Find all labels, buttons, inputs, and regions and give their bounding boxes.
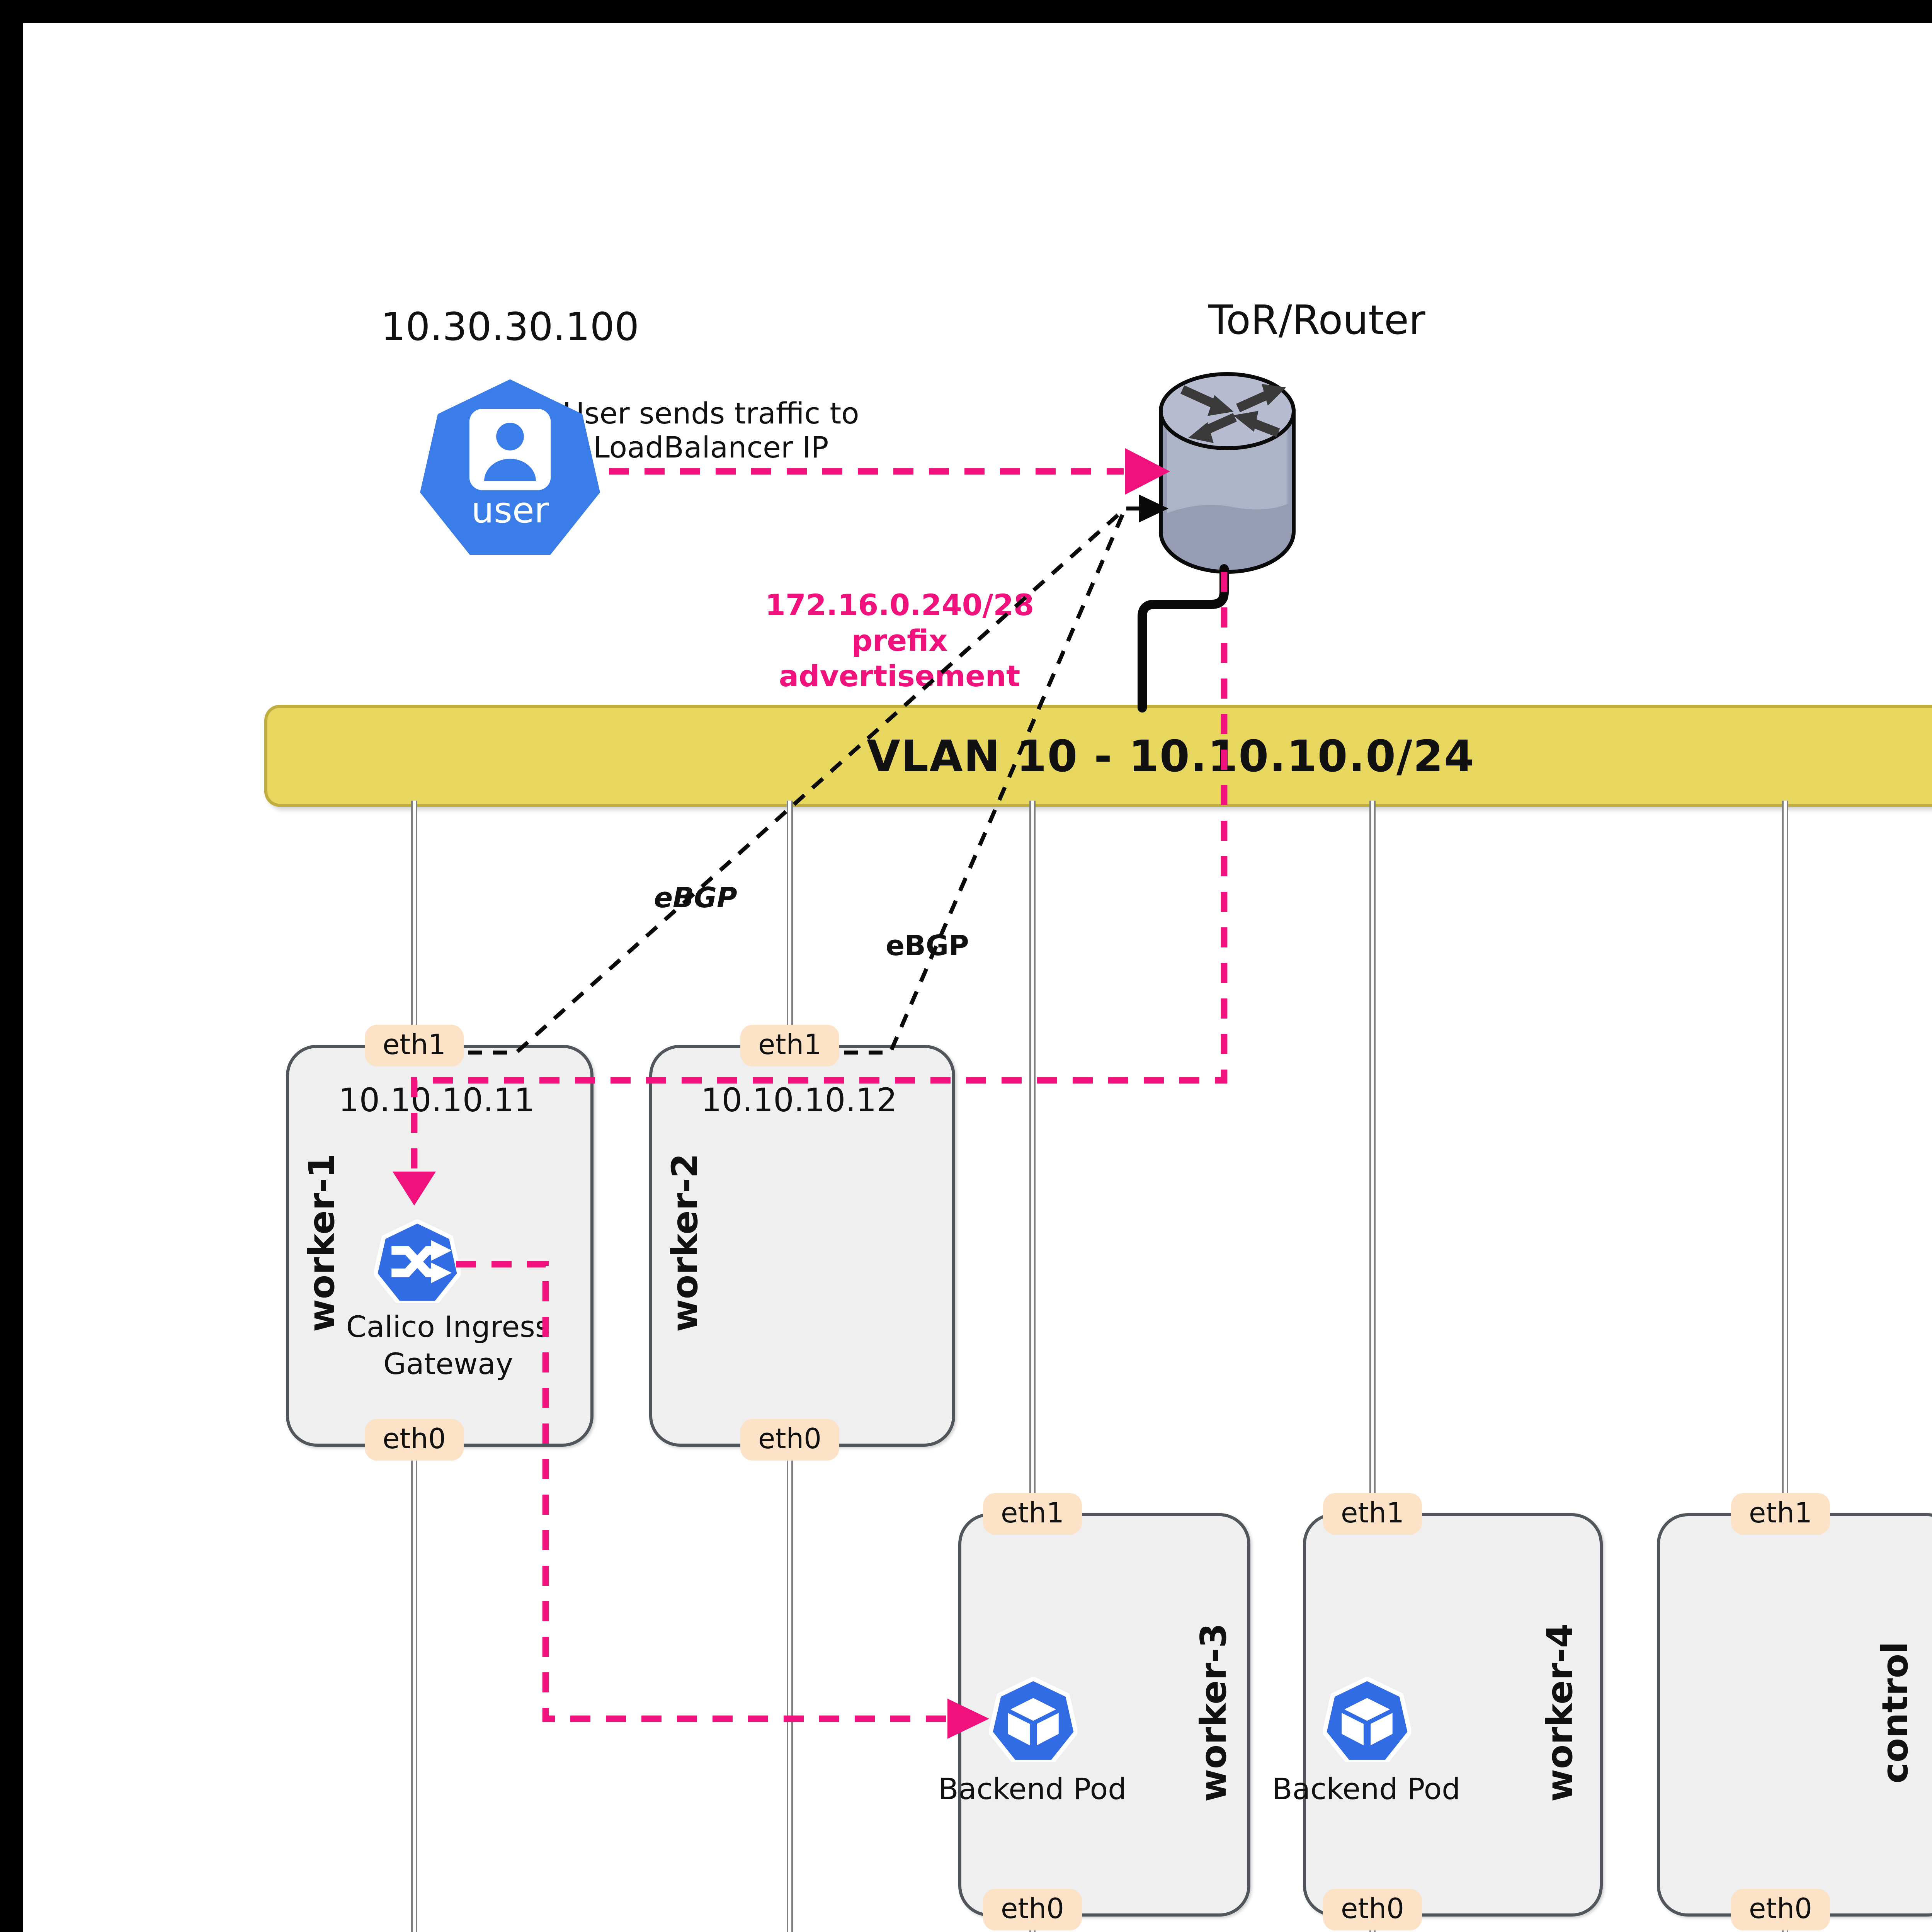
worker3-backend-pod-icon <box>989 1677 1077 1762</box>
wire-vlan-worker2 <box>786 801 792 1045</box>
worker2-eth1-chip: eth1 <box>740 1025 839 1066</box>
user-icon <box>420 379 600 555</box>
calico-ingress-gateway-icon <box>374 1219 461 1303</box>
wire-worker2-mgmt <box>786 1440 792 1932</box>
calico-label-line2: Gateway <box>383 1348 513 1382</box>
router-title: ToR/Router <box>1208 298 1425 345</box>
worker1-ip: 10.10.10.11 <box>338 1082 535 1119</box>
wire-vlan-worker1 <box>410 801 417 1045</box>
wire-vlan-worker3 <box>1029 801 1035 1513</box>
worker3-eth0-chip: eth0 <box>983 1889 1082 1930</box>
vlan-label: VLAN 10 - 10.10.10.0/24 <box>867 730 1475 781</box>
wire-vlan-worker4 <box>1369 801 1375 1513</box>
control-eth1-chip: eth1 <box>1731 1493 1830 1535</box>
control-eth0-chip: eth0 <box>1731 1889 1830 1930</box>
node-control <box>1657 1513 1932 1917</box>
ebgp-label-worker1: eBGP <box>654 883 737 915</box>
worker1-eth1-chip: eth1 <box>365 1025 464 1066</box>
worker3-eth1-chip: eth1 <box>983 1493 1082 1535</box>
worker2-eth0-chip: eth0 <box>740 1419 839 1461</box>
traffic-calico-backend <box>456 1261 949 1722</box>
worker1-eth0-chip: eth0 <box>365 1419 464 1461</box>
wire-worker1-mgmt <box>410 1440 417 1932</box>
user-ip-label: 10.30.30.100 <box>381 304 639 349</box>
traffic-user-router-arrowhead <box>1125 448 1170 495</box>
prefix-advertisement-note: 172.16.0.240/28 prefix advertisement <box>730 589 1070 696</box>
ebgp-line-worker2-router <box>844 507 1127 1055</box>
worker4-eth1-chip: eth1 <box>1323 1493 1422 1535</box>
ebgp-arrowhead <box>1139 495 1168 522</box>
user-traffic-note: User sends traffic to LoadBalancer IP <box>510 397 912 465</box>
router-vlan-cable <box>1138 564 1229 713</box>
ebgp-line-worker1-router <box>468 506 1141 1055</box>
vlan-network-band: VLAN 10 - 10.10.10.0/24 <box>264 705 1932 807</box>
router-icon <box>1159 372 1296 574</box>
worker2-ip: 10.10.10.12 <box>701 1082 897 1119</box>
worker3-backend-pod-label: Backend Pod <box>938 1773 1127 1807</box>
user-icon-label: user <box>471 492 549 532</box>
worker4-backend-pod-icon <box>1323 1677 1411 1762</box>
prefix-note-line2: prefix advertisement <box>779 624 1020 694</box>
prefix-note-line1: 172.16.0.240/28 <box>765 589 1034 623</box>
traffic-calico-backend-arrowhead <box>947 1699 989 1739</box>
user-traffic-note-line2: LoadBalancer IP <box>593 431 829 465</box>
traffic-router-calico <box>411 572 1228 1178</box>
calico-ingress-gateway-label: Calico Ingress Gateway <box>294 1309 603 1383</box>
wire-vlan-control <box>1781 801 1787 1513</box>
user-traffic-note-line1: User sends traffic to <box>563 397 859 431</box>
worker4-backend-pod-label: Backend Pod <box>1272 1773 1461 1807</box>
calico-label-line1: Calico Ingress <box>346 1311 551 1345</box>
worker4-eth0-chip: eth0 <box>1323 1889 1422 1930</box>
ebgp-label-worker2: eBGP <box>886 930 969 963</box>
traffic-router-calico-arrowhead <box>393 1172 436 1206</box>
